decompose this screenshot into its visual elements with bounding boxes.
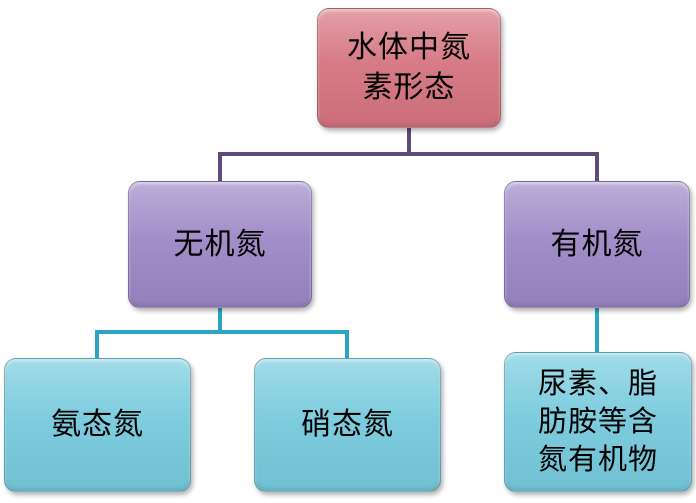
- node-root-nitrogen-forms: 水体中氮 素形态: [317, 8, 501, 128]
- connector-inorganic-down: [218, 307, 222, 332]
- connector-level1-horizontal: [218, 152, 599, 156]
- connector-nitrate-vertical: [345, 330, 349, 359]
- connector-organics-vertical: [595, 307, 599, 353]
- connector-ammonia-vertical: [95, 330, 99, 359]
- node-organic-compounds: 尿素、脂 肪胺等含 氮有机物: [504, 352, 692, 492]
- connector-root-vertical: [407, 126, 411, 154]
- connector-level2-horizontal: [95, 330, 349, 334]
- node-nitrate-nitrogen: 硝态氮: [254, 358, 441, 492]
- node-inorganic-nitrogen: 无机氮: [128, 181, 312, 308]
- connector-organic-vertical: [595, 152, 599, 182]
- connector-inorganic-vertical: [218, 152, 222, 182]
- node-organic-nitrogen: 有机氮: [504, 181, 690, 308]
- node-ammonia-nitrogen: 氨态氮: [4, 358, 191, 492]
